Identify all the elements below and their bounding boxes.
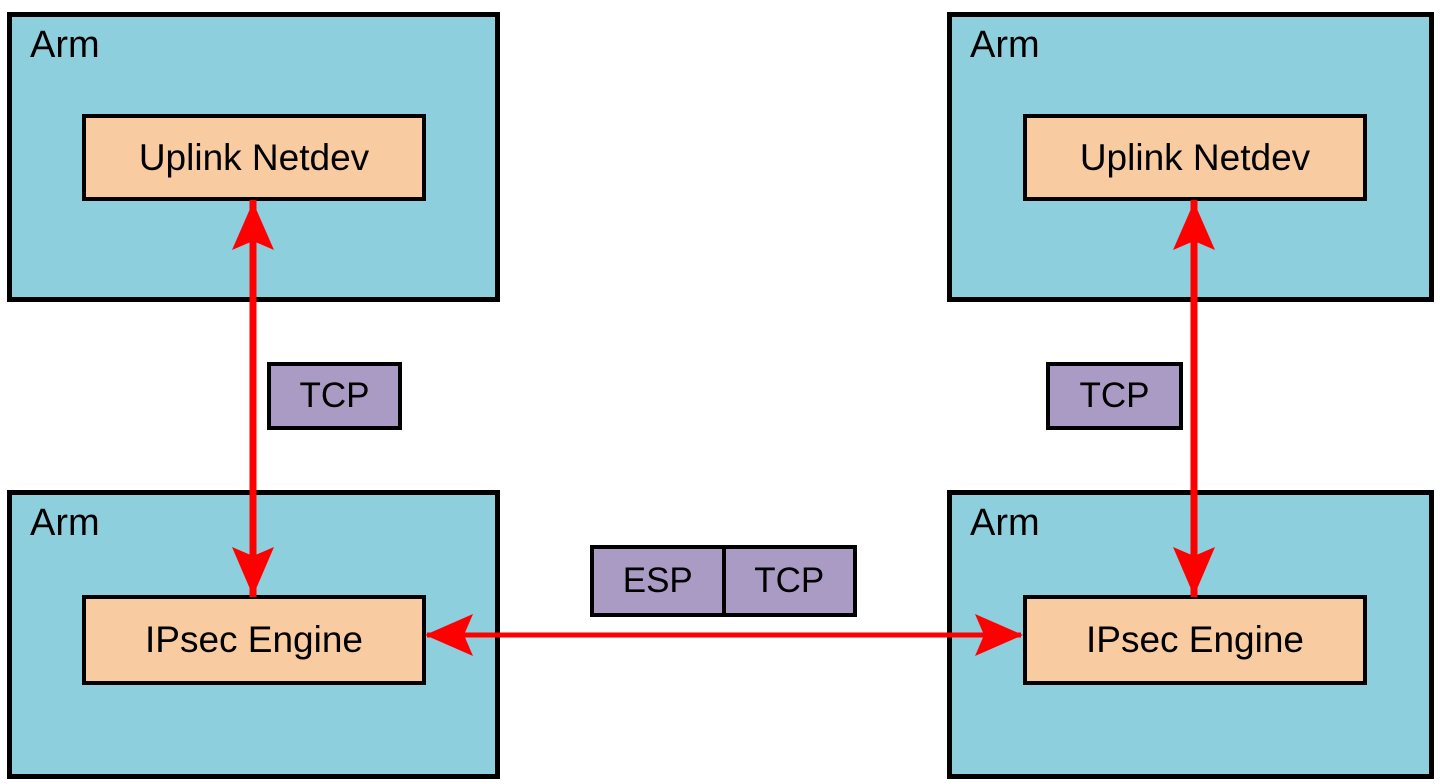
packet-cell-tcp-left: TCP	[299, 376, 370, 415]
packet-box-tcp-right: TCP	[1046, 362, 1183, 430]
packet-cell-esp: ESP	[622, 561, 693, 600]
packet-box-tcp-left: TCP	[267, 362, 402, 430]
component-box-ipsec-engine-right[interactable]: IPsec Engine	[1023, 595, 1367, 685]
arrow-horizontal-ipsec	[425, 614, 1023, 656]
component-box-uplink-netdev-right[interactable]: Uplink Netdev	[1023, 114, 1367, 201]
packet-box-esp-tcp: ESP TCP	[590, 545, 857, 617]
component-box-uplink-netdev-left[interactable]: Uplink Netdev	[82, 114, 426, 201]
host-label-top-left: Arm	[30, 24, 100, 66]
component-box-ipsec-engine-left[interactable]: IPsec Engine	[82, 595, 426, 685]
component-label-uplink-netdev-right: Uplink Netdev	[1079, 136, 1311, 178]
host-label-bottom-left: Arm	[30, 502, 100, 544]
host-label-top-right: Arm	[970, 24, 1040, 66]
host-label-bottom-right: Arm	[970, 502, 1040, 544]
packet-cell-tcp-encapsulated: TCP	[721, 549, 853, 613]
packet-cell-tcp-right: TCP	[1079, 376, 1150, 415]
component-label-uplink-netdev-left: Uplink Netdev	[138, 136, 370, 178]
component-label-ipsec-engine-right: IPsec Engine	[1085, 619, 1305, 660]
component-label-ipsec-engine-left: IPsec Engine	[144, 619, 364, 660]
